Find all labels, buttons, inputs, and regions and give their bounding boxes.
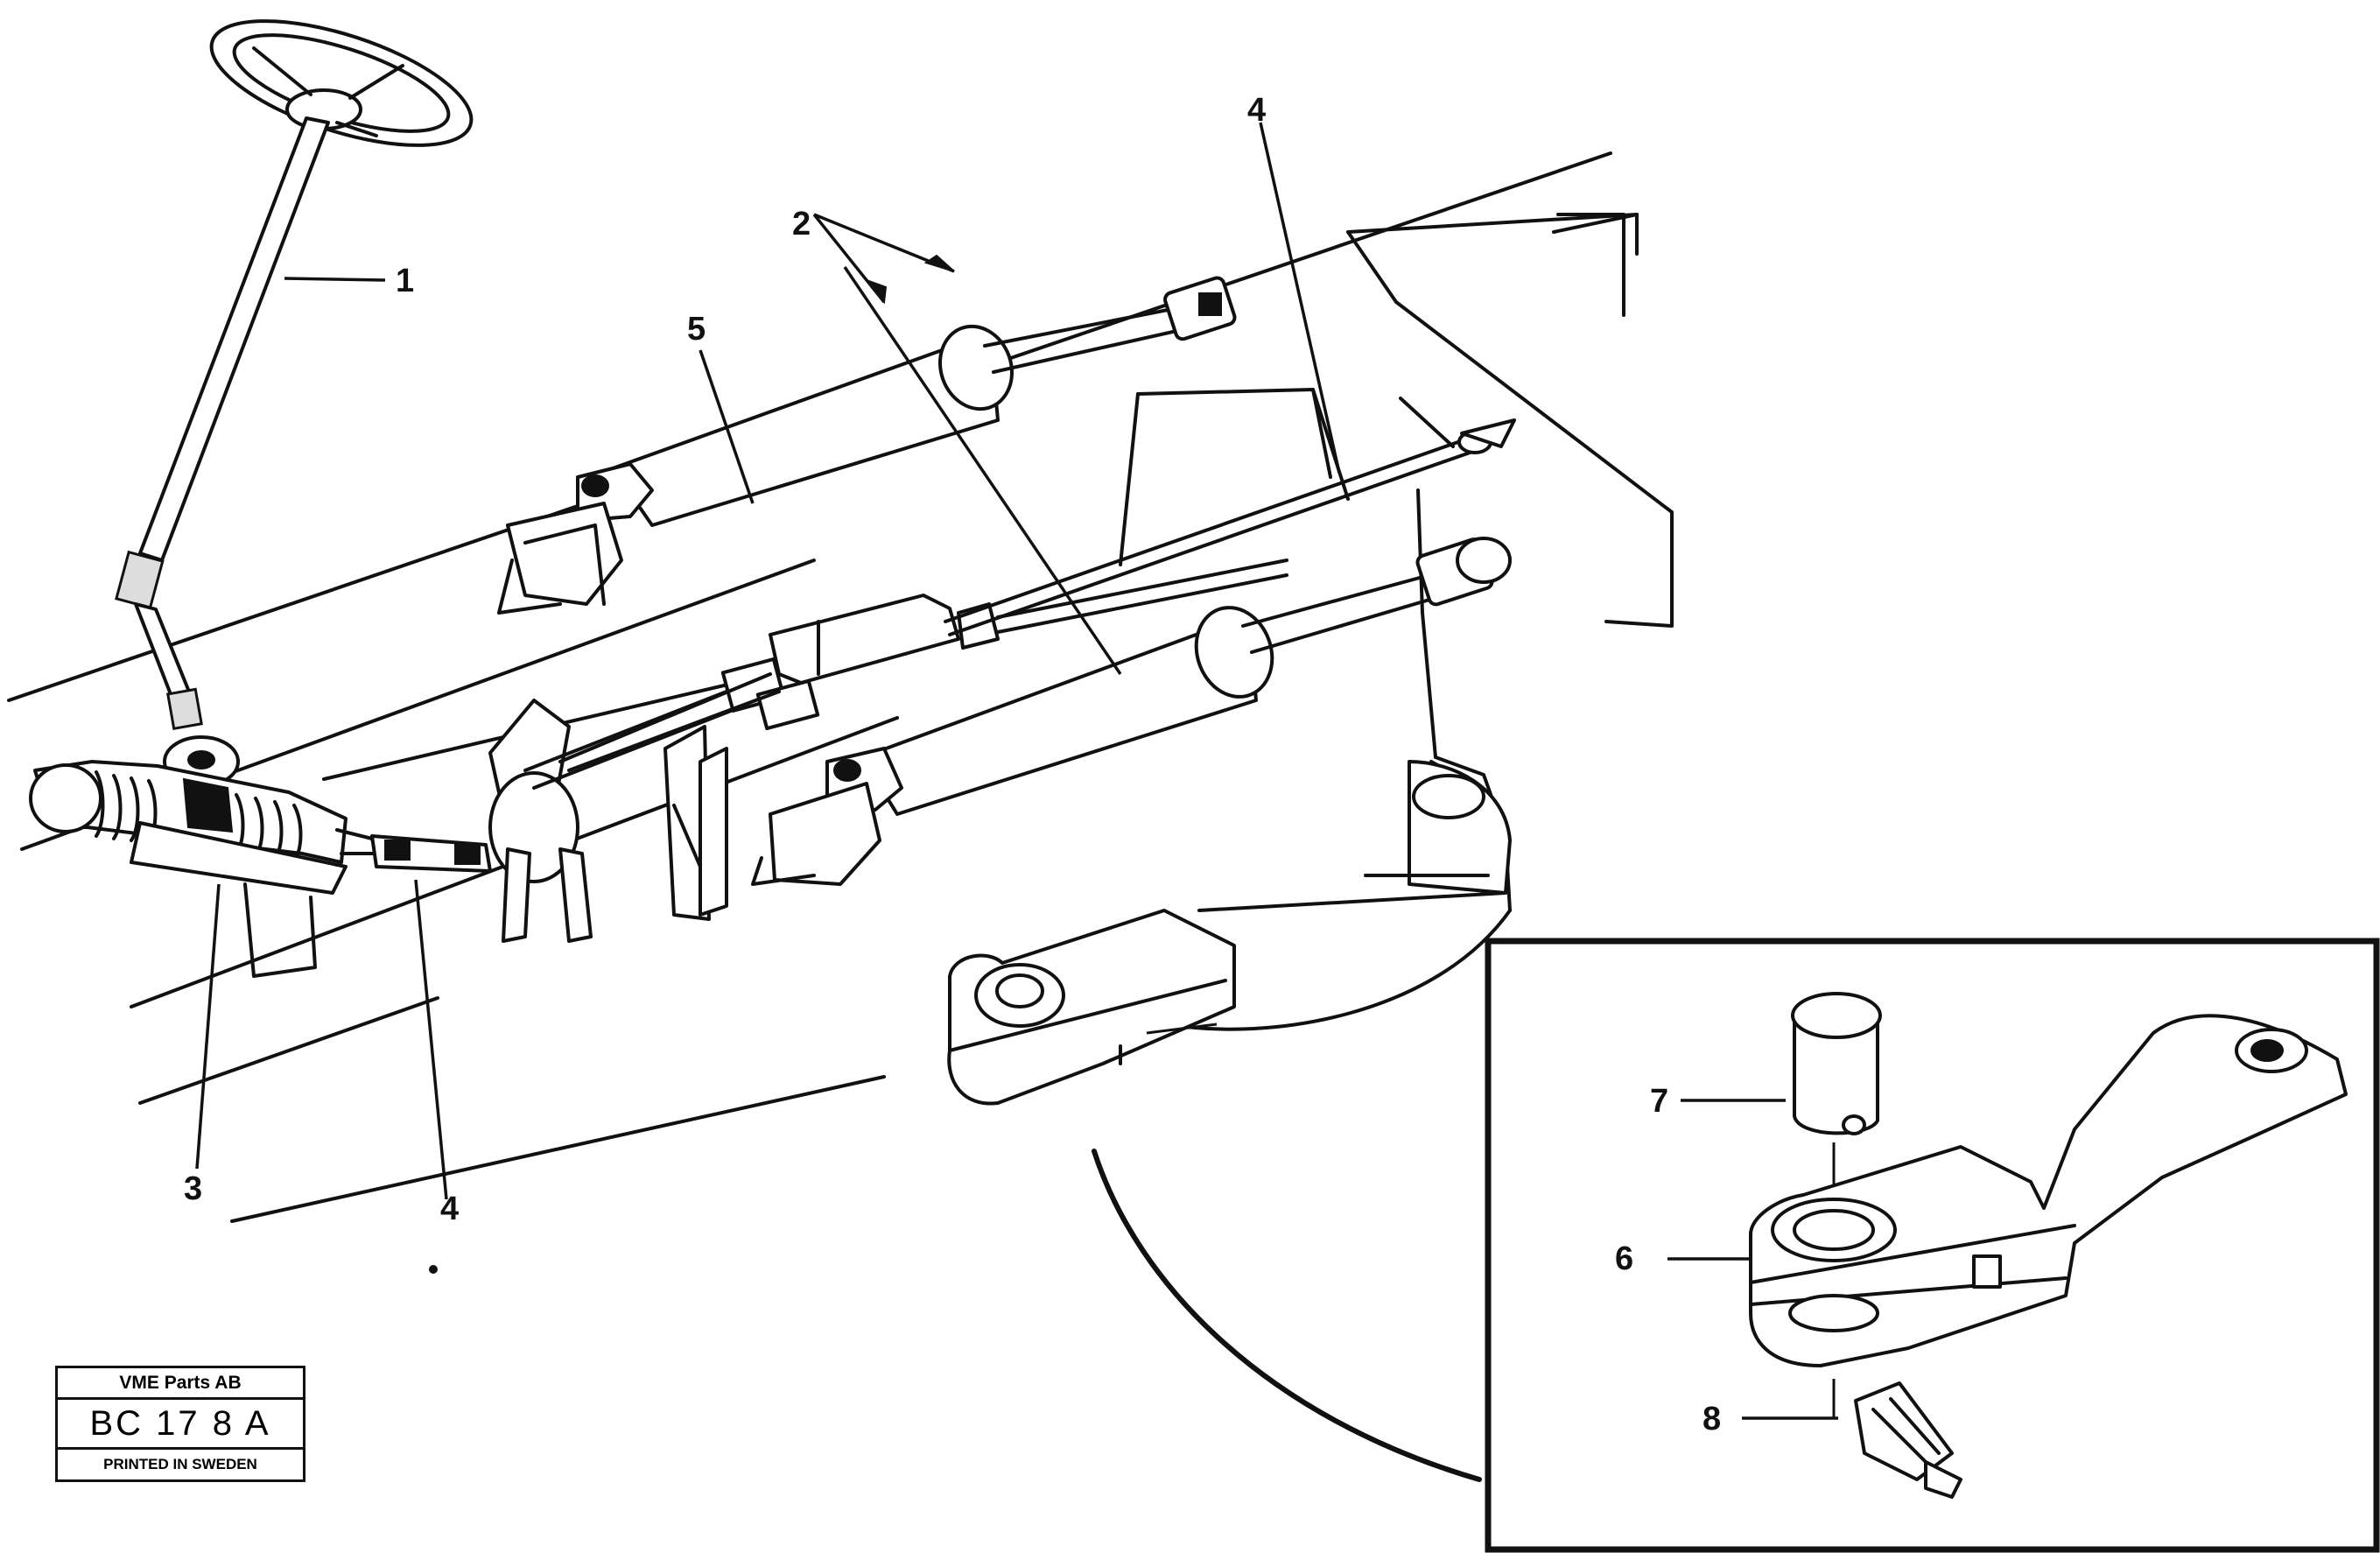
drag-link [370, 834, 492, 873]
callout-4-bottom: 4 [440, 1191, 459, 1227]
steering-arm [947, 909, 1236, 1106]
callout-7: 7 [1650, 1083, 1668, 1120]
detail-inset [1485, 938, 2380, 1553]
frame [7, 151, 1674, 1223]
callout-5: 5 [687, 311, 706, 348]
arrowhead [923, 254, 955, 272]
stamp-company: VME Parts AB [58, 1368, 303, 1400]
stamp-printed: PRINTED IN SWEDEN [103, 1456, 257, 1472]
steering-wheel-and-column [115, 19, 474, 788]
title-stamp: VME Parts AB BC 17 8 A PRINTED IN SWEDEN [55, 1366, 305, 1482]
stray-dot [429, 1265, 438, 1274]
lock-clip [1832, 1379, 1962, 1499]
pin [1791, 992, 1882, 1226]
detail-pointer [1092, 1149, 1482, 1482]
callout-2: 2 [792, 206, 811, 242]
callout-1: 1 [396, 263, 414, 299]
callout-8: 8 [1703, 1401, 1721, 1437]
callout-6: 6 [1615, 1240, 1633, 1277]
callout-3: 3 [184, 1170, 202, 1207]
steering-cylinder-lower [672, 537, 1512, 886]
arrowhead [863, 278, 888, 305]
arm-detail [1749, 1014, 2348, 1367]
steering-cylinder-upper [497, 276, 1237, 615]
callout-4-top: 4 [1247, 92, 1266, 129]
linkage-bracket [488, 690, 737, 943]
stamp-code: BC 17 8 A [58, 1400, 303, 1450]
tie-rod [944, 418, 1516, 636]
steering-valve [29, 760, 378, 978]
